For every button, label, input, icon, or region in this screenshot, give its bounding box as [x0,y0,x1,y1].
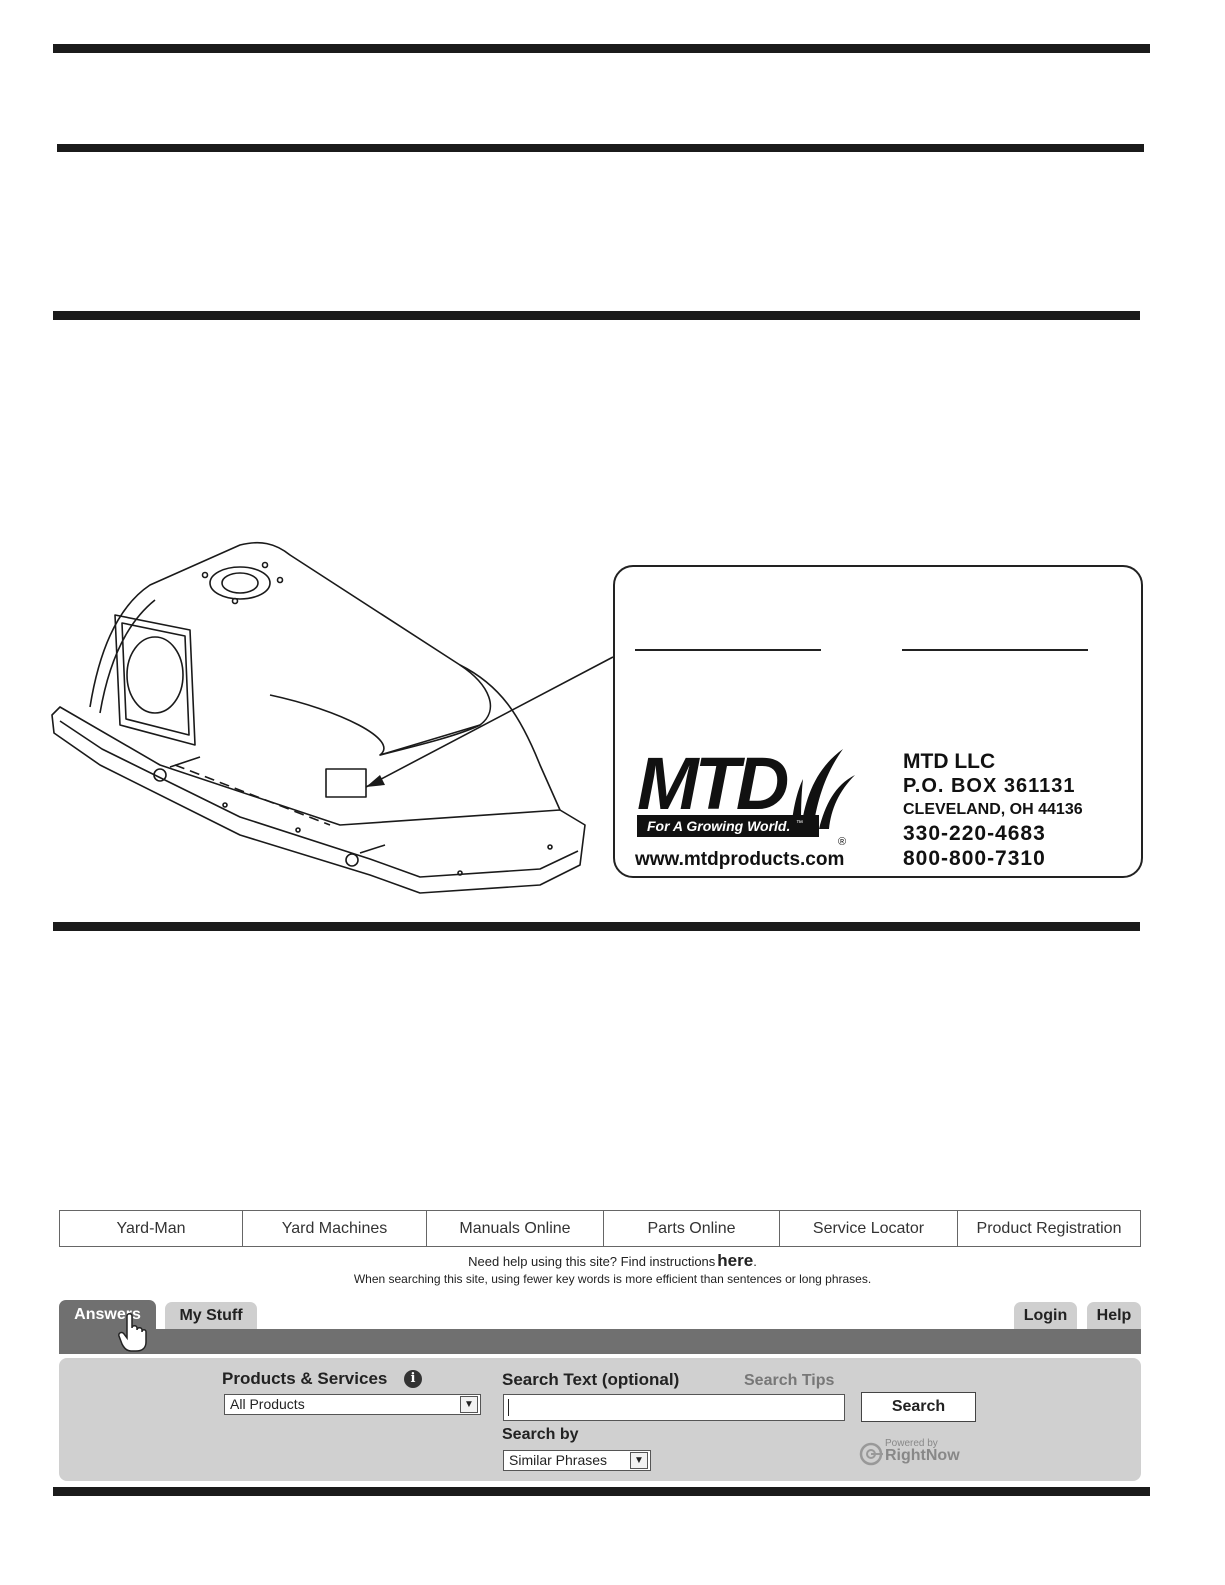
horizontal-rule [53,311,1140,320]
text-caret [508,1399,509,1416]
products-select[interactable]: All Products ▼ [224,1394,481,1415]
company-address: MTD LLC P.O. BOX 361131 CLEVELAND, OH 44… [903,751,1083,869]
horizontal-rule [53,922,1140,931]
rightnow-name: RightNow [885,1447,960,1464]
products-services-label: Products & Services [222,1369,388,1388]
nav-yard-machines[interactable]: Yard Machines [243,1211,427,1246]
search-by-label: Search by [502,1426,579,1443]
svg-text:™: ™ [796,820,803,827]
search-by-selected-value: Similar Phrases [509,1452,608,1468]
search-text-label: Search Text (optional) [502,1370,680,1389]
help-button[interactable]: Help [1087,1302,1141,1330]
search-tips-link[interactable]: Search Tips [744,1372,835,1389]
search-by-select[interactable]: Similar Phrases ▼ [503,1450,651,1471]
phone-number: 330-220-4683 [903,822,1046,845]
mtd-logo: MTD For A Growing World. ™ ® [637,742,855,848]
horizontal-rule [57,144,1144,152]
search-tip-text: When searching this site, using fewer ke… [353,1272,872,1286]
info-icon[interactable]: i [404,1370,422,1388]
hand-pointer-icon [118,1313,147,1352]
search-button[interactable]: Search [861,1392,976,1422]
help-text: Need help using this site? Find instruct… [468,1254,716,1269]
tab-strip [59,1329,1141,1354]
help-instructions: Need help using this site? Find instruct… [0,1251,1225,1271]
login-button[interactable]: Login [1014,1302,1077,1330]
help-here-link[interactable]: here [717,1251,754,1270]
city-state-zip: CLEVELAND, OH 44136 [903,801,1083,818]
nav-service-locator[interactable]: Service Locator [780,1211,958,1246]
svg-text:For A Growing World.: For A Growing World. [647,818,790,834]
model-label-card: MTD For A Growing World. ™ ® www.mtdprod… [613,565,1143,878]
search-input[interactable] [503,1394,845,1421]
powered-by-rightnow: Powered by RightNow [859,1438,969,1468]
powered-by-text: Powered by [885,1438,938,1449]
website-url: www.mtdproducts.com [635,849,845,870]
nav-product-registration[interactable]: Product Registration [976,1219,1122,1237]
po-box: P.O. BOX 361131 [903,775,1076,797]
nav-yard-man[interactable]: Yard-Man [60,1211,243,1246]
housing-illustration [51,541,614,894]
products-selected-value: All Products [230,1396,305,1412]
nav-manuals-online[interactable]: Manuals Online [427,1211,604,1246]
help-period: . [753,1254,757,1269]
site-nav-bar: Yard-Man Yard Machines Manuals Online Pa… [59,1210,1141,1247]
nav-parts-online[interactable]: Parts Online [604,1211,780,1246]
tab-answers[interactable]: Answers [59,1300,156,1330]
horizontal-rule [53,44,1150,53]
model-number-blank [635,649,821,651]
chevron-down-icon: ▼ [630,1452,648,1469]
horizontal-rule [53,1487,1150,1496]
chevron-down-icon: ▼ [460,1396,478,1413]
serial-number-blank [902,649,1088,651]
search-panel: Products & Services i All Products ▼ Sea… [59,1358,1141,1481]
toll-free-number: 800-800-7310 [903,847,1046,870]
company-name: MTD LLC [903,750,996,773]
rightnow-logo-icon [859,1442,883,1466]
svg-text:®: ® [838,836,846,848]
svg-text:MTD: MTD [637,742,788,825]
tab-my-stuff[interactable]: My Stuff [165,1302,257,1330]
